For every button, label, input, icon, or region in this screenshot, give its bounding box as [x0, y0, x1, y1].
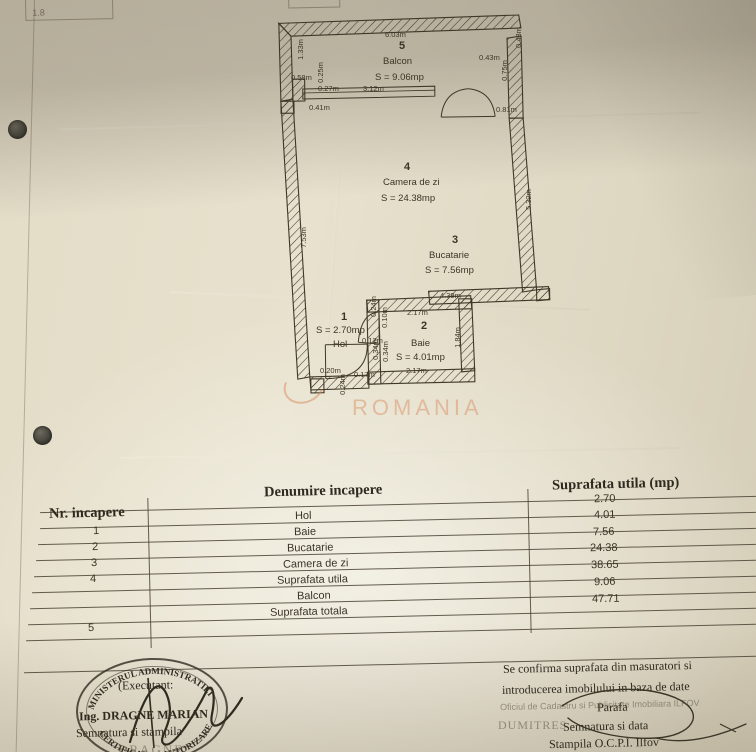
confirmation-parafa-label: Parafa — [596, 699, 628, 715]
room-area-4: S = 24.38mp — [381, 193, 436, 204]
dimension-label: 0.25m — [315, 62, 325, 83]
executant-signature-name: DRAGNE — [118, 742, 185, 752]
table-rule — [28, 607, 756, 626]
punch-hole — [8, 120, 27, 139]
table-cell-name: Balcon — [296, 589, 331, 603]
table-cell-name: Hol — [294, 509, 312, 523]
table-cell-area: 7.56 — [592, 525, 615, 539]
room-number-4: 4 — [404, 161, 412, 173]
dimension-label: 0.17m — [354, 370, 375, 379]
table-cell-name: Baie — [293, 525, 317, 539]
dimension-label: 2.17m — [407, 308, 428, 317]
room-area-2: S = 4.01mp — [396, 352, 445, 363]
table-header-suprafata-utila: Suprafata utila (mp) — [551, 474, 680, 494]
table-rule — [38, 527, 756, 546]
table-cell-name: Camera de zi — [282, 557, 349, 571]
table-header-nr-incapere: Nr. incapere — [48, 504, 125, 522]
table-rule — [26, 623, 756, 642]
dimension-label: 6.03m — [385, 30, 406, 39]
dimension-label: 0.75m — [499, 60, 509, 81]
dimension-label: 0.34m — [370, 339, 380, 360]
room-name-4: Camera de zi — [383, 177, 440, 188]
table-cell-area: 24.38 — [589, 541, 618, 555]
table-rule — [34, 559, 756, 578]
table-cell-nr: 3 — [90, 556, 98, 570]
table-rule — [36, 543, 756, 562]
room-number-3: 3 — [452, 234, 460, 246]
dimension-label: 0.20m — [320, 366, 341, 375]
room-area-1: S = 2.70mp — [316, 325, 365, 336]
dimension-label: 0.41m — [309, 103, 330, 112]
dimension-label: 0.81m — [496, 105, 517, 114]
dimension-label: 1.33m — [295, 39, 305, 60]
dimension-label: 7.53m — [298, 227, 308, 248]
table-cell-area: 4.01 — [593, 508, 616, 522]
dimension-label: 3.12m — [363, 84, 384, 93]
room-name-5: Balcon — [383, 56, 413, 67]
room-number-1: 1 — [341, 311, 349, 323]
room-area-3: S = 7.56mp — [425, 265, 474, 276]
table-column-divider — [527, 489, 532, 633]
room-name-2: Baie — [411, 338, 431, 349]
dimension-label: 5.32m — [523, 189, 533, 210]
room-number-2: 2 — [421, 320, 429, 332]
table-header-denumire-incapere: Denumire incapere — [263, 481, 383, 501]
dimension-label: 0.24m — [337, 374, 347, 395]
dimension-label: 0.34m — [380, 341, 390, 362]
dimension-label: 2.17m — [406, 366, 427, 375]
table-cell-nr: 5 — [87, 621, 95, 635]
table-cell-nr: 4 — [89, 572, 97, 586]
table-rule — [32, 575, 756, 594]
dimension-label: 0.43m — [513, 27, 523, 48]
table-cell-name: Bucatarie — [286, 541, 334, 555]
dimension-label: 1.84m — [452, 327, 462, 348]
stamp-arc-text: MINISTERUL ADMINISTRATIEI CERTIFICAT DE … — [85, 664, 217, 752]
punch-hole — [33, 426, 52, 445]
table-cell-name: Suprafata utila — [276, 573, 349, 587]
floor-plan-drawing — [277, 14, 551, 394]
dimension-label: 0.12m — [362, 336, 383, 345]
dimension-label: 0.24m — [368, 296, 378, 317]
confirmation-scrawl-text: DUMITRES — [498, 718, 568, 732]
table-cell-nr: 1 — [92, 524, 100, 538]
table-cell-nr: 2 — [91, 540, 99, 554]
dimension-label: 4.39m — [440, 291, 461, 300]
dimension-label: 0.58m — [291, 73, 312, 82]
room-number-5: 5 — [399, 40, 407, 52]
watermark-romania: ROMANIA — [352, 395, 483, 420]
room-area-5: S = 9.06mp — [375, 72, 424, 83]
dimension-label: 0.10m — [379, 307, 389, 328]
table-cell-area: 38.65 — [590, 558, 619, 572]
table-cell-area: 47.71 — [591, 592, 620, 606]
room-name-3: Bucatarie — [429, 250, 470, 261]
executant-round-stamp: MINISTERUL ADMINISTRATIEI CERTIFICAT DE … — [74, 655, 230, 752]
dimension-label: 0.43m — [479, 53, 500, 62]
stamp-top-text: MINISTERUL ADMINISTRATIEI — [85, 664, 217, 712]
dimension-label: 0.27m — [318, 84, 339, 93]
table-cell-name: Suprafata totala — [269, 605, 348, 619]
table-cell-area: 9.06 — [593, 575, 616, 589]
confirmation-semnatura-label: Semnatura si data — [562, 718, 649, 734]
room-schedule-table: Nr. incapere Denumire incapere Suprafata… — [0, 470, 756, 680]
table-cell-area: 2.70 — [593, 492, 616, 506]
room-name-1: Hol — [333, 339, 348, 350]
confirmation-stampila-label: Stampila O.C.P.I. Ilfov — [548, 734, 660, 752]
table-rule — [30, 591, 756, 610]
